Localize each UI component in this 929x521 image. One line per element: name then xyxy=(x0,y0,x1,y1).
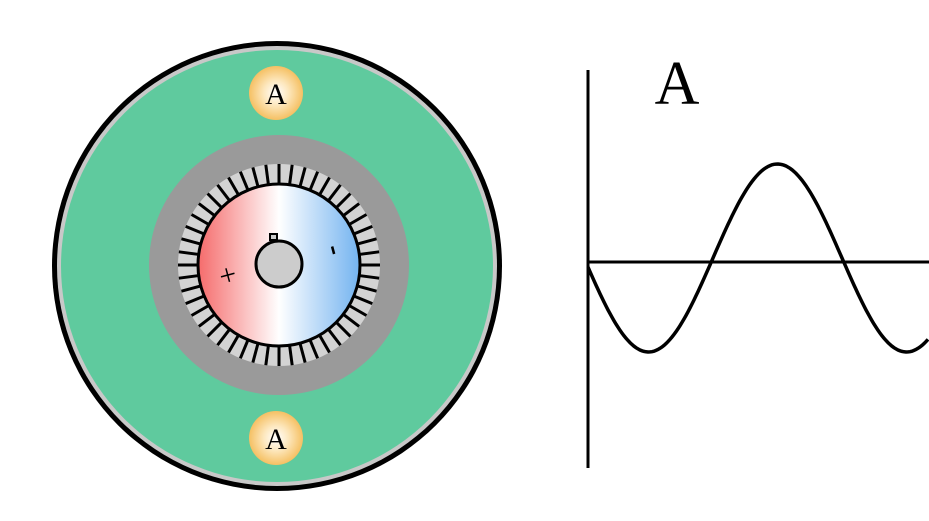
commutator-segment-divider xyxy=(347,303,368,317)
generator-housing xyxy=(52,41,502,491)
commutator-segment-divider xyxy=(197,312,217,328)
commutator-segment-divider xyxy=(197,202,217,218)
commutator-segment-divider xyxy=(308,171,320,192)
commutator-segment-divider xyxy=(355,284,377,293)
commutator-segment-divider xyxy=(238,338,250,359)
shaft-key xyxy=(269,233,278,241)
shaft-hub xyxy=(254,239,304,289)
commutator-segment-divider xyxy=(181,237,203,246)
brush-bottom-label: A xyxy=(265,423,287,456)
sine-wave xyxy=(586,162,929,354)
waveform-title: A xyxy=(655,50,700,118)
commutator-segment-divider xyxy=(352,224,373,236)
brush-top-label: A xyxy=(265,78,287,111)
commutator-segment-divider xyxy=(216,327,232,347)
commutator-segment-divider xyxy=(308,338,320,359)
commutator-segment-divider xyxy=(326,327,342,347)
commutator-segment-divider xyxy=(216,183,232,203)
commutator-segment-divider xyxy=(298,341,307,363)
commutator-segment-divider xyxy=(181,284,203,293)
commutator-segment-divider xyxy=(251,341,260,363)
commutator-segment-divider xyxy=(341,312,361,328)
commutator-segment-divider xyxy=(190,303,211,317)
commutator-segment-divider xyxy=(251,167,260,189)
commutator-segment-divider xyxy=(190,213,211,227)
commutator-segment-divider xyxy=(317,333,331,354)
commutator-segment-divider xyxy=(326,183,342,203)
commutator-segment-divider xyxy=(298,167,307,189)
commutator-segment-divider xyxy=(334,192,352,210)
commutator-segment-divider xyxy=(287,344,294,366)
commutator-segment-divider xyxy=(334,320,352,338)
waveform-plot: A xyxy=(586,50,929,468)
commutator-segment-divider xyxy=(287,164,294,186)
commutator-segment-divider xyxy=(227,333,241,354)
commutator-segment-divider xyxy=(347,213,368,227)
commutator-segment-divider xyxy=(352,294,373,306)
commutator-segment-divider xyxy=(185,294,206,306)
commutator-segment-divider xyxy=(317,176,331,197)
commutator-segment-divider xyxy=(178,273,200,280)
commutator-segment-divider xyxy=(206,192,224,210)
commutator-segment-divider xyxy=(341,202,361,218)
brush-bottom: A xyxy=(249,411,303,465)
brush-top: A xyxy=(249,66,303,120)
commutator-segment-divider xyxy=(264,344,271,366)
commutator-segment-divider xyxy=(178,250,200,257)
commutator-segment-divider xyxy=(358,250,380,257)
commutator-segment-divider xyxy=(227,176,241,197)
commutator-segment-divider xyxy=(185,224,206,236)
commutator-segment-divider xyxy=(355,237,377,246)
commutator-segment-divider xyxy=(238,171,250,192)
commutator-segment-divider xyxy=(264,164,271,186)
commutator-segment-divider xyxy=(358,273,380,280)
commutator-segment-divider xyxy=(206,320,224,338)
commutator-segments xyxy=(178,164,380,366)
